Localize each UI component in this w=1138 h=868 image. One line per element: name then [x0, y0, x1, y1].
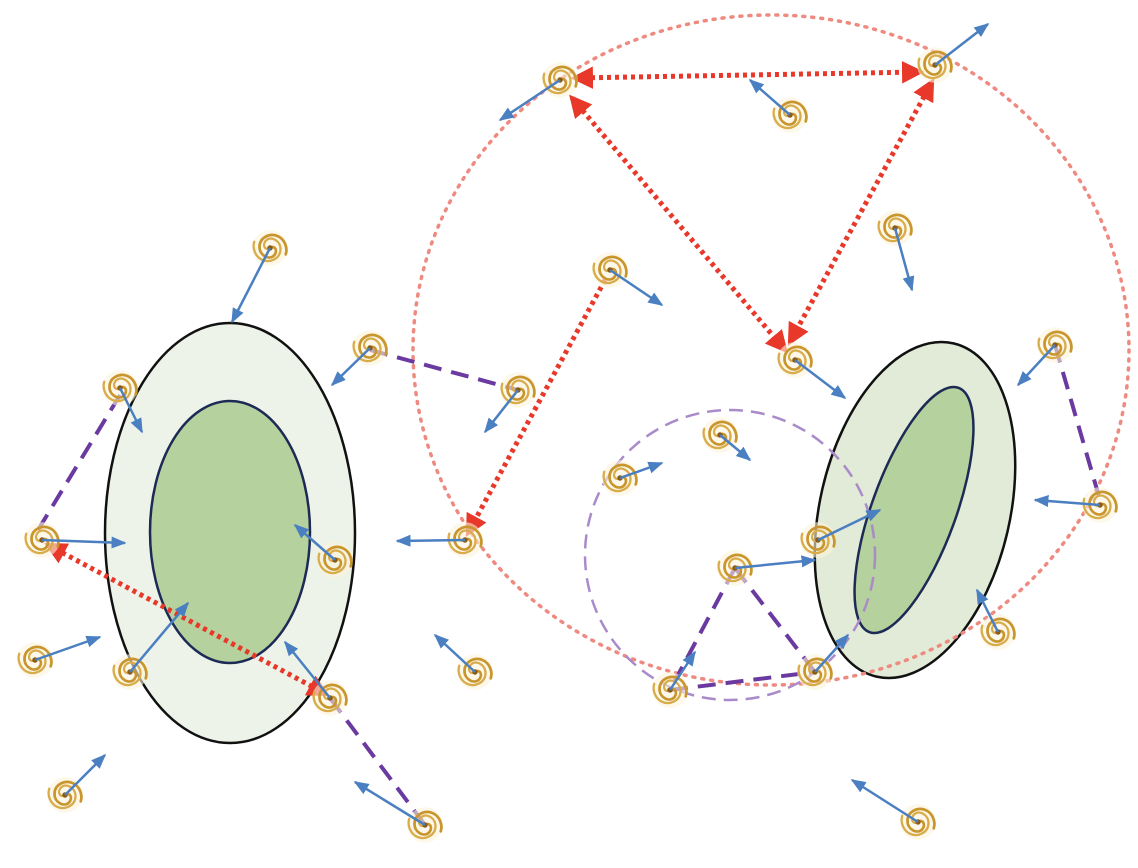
velocity-arrow — [850, 778, 919, 824]
velocity-arrow — [734, 555, 817, 570]
red-dotted-link — [569, 94, 788, 354]
velocity-arrow — [934, 23, 990, 66]
velocity-arrow — [64, 753, 107, 796]
velocity-arrow — [118, 387, 144, 434]
velocity-arrow — [817, 508, 882, 542]
velocity-arrow — [330, 347, 371, 387]
velocity-arrow — [293, 524, 336, 561]
purple-dashed-link — [1053, 344, 1102, 501]
velocity-arrow — [1033, 495, 1101, 508]
velocity-arrow — [484, 389, 519, 434]
velocity-arrow — [129, 601, 189, 673]
left-cluster-core — [148, 399, 312, 665]
purple-dashed-link — [669, 670, 816, 692]
red-dotted-link — [570, 61, 925, 89]
velocity-arrow — [41, 536, 127, 549]
purple-dashed-region — [583, 408, 877, 702]
velocity-arrow — [433, 633, 476, 673]
velocity-arrow — [619, 461, 664, 480]
velocity-arrow — [975, 588, 1000, 633]
velocity-arrow — [230, 247, 272, 324]
velocity-arrow — [34, 635, 102, 662]
velocity-arrow — [893, 227, 915, 292]
velocity-arrow — [794, 359, 847, 399]
red-dotted-link — [465, 278, 608, 537]
purple-dashed-link — [668, 567, 737, 691]
purple-dashed-link — [733, 566, 817, 674]
velocity-arrow — [353, 780, 426, 827]
velocity-arrow — [748, 79, 791, 116]
velocity-arrow — [719, 434, 752, 461]
velocity-arrow — [284, 640, 331, 699]
purple-dashed-link — [369, 348, 519, 392]
velocity-arrow — [668, 650, 697, 691]
velocity-arrow — [1016, 344, 1056, 387]
right-cluster-core — [853, 385, 975, 635]
purple-dashed-link — [328, 696, 427, 827]
velocity-arrow — [814, 633, 849, 673]
red-dotted-link — [787, 78, 935, 346]
red-dotted-region — [411, 13, 1131, 687]
velocity-arrow — [395, 534, 466, 547]
velocity-arrow — [498, 78, 561, 122]
velocity-arrow — [609, 268, 664, 307]
